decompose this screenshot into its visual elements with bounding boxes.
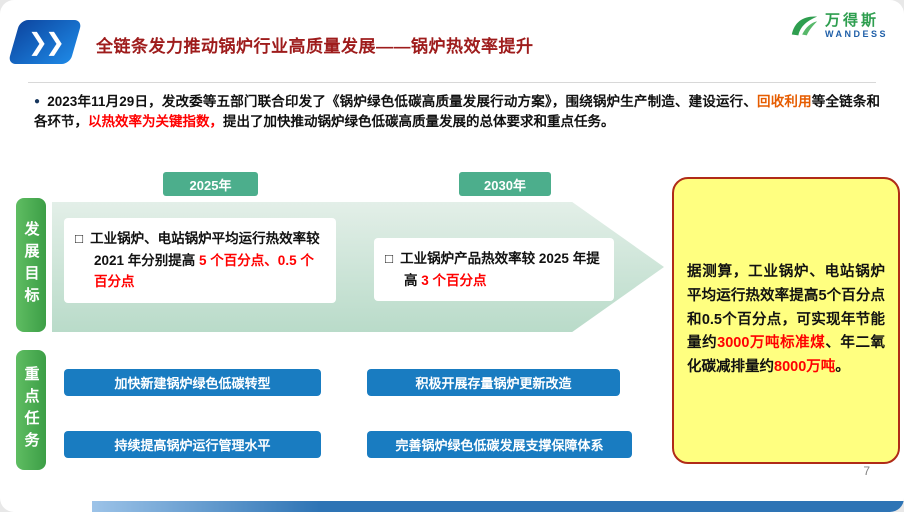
page-number: 7 [863, 464, 870, 478]
bullet-dot: ● [34, 96, 41, 107]
logo-name: 万得斯 [824, 12, 879, 29]
year-badge-2025: 2025年 [163, 172, 258, 196]
wandess-logo: 万得斯 WANDESS [789, 12, 888, 40]
goal-2025: □ 工业锅炉、电站锅炉平均运行热效率较 2021 年分别提高 5 个百分点、0.5… [64, 218, 336, 303]
checkbox-icon: □ [75, 231, 84, 246]
goal-2030: □ 工业锅炉产品热效率较 2025 年提高 3 个百分点 [374, 238, 614, 302]
task-pill-4: 完善锅炉绿色低碳发展支撑保障体系 [367, 431, 632, 458]
side-tag-development-goals: 发展目标 [16, 198, 46, 332]
logo-subtitle: WANDESS [824, 29, 888, 40]
leaf-logo-icon [791, 16, 818, 36]
task-pill-2: 积极开展存量锅炉更新改造 [367, 369, 620, 396]
year-badge-2030: 2030年 [459, 172, 551, 196]
side-tag-key-tasks: 重点任务 [16, 350, 46, 470]
header-divider [28, 82, 876, 83]
double-chevron-icon: ❯❯ [7, 20, 83, 64]
intro-text: 2023年11月29日，发改委等五部门联合印发了《锅炉绿色低碳高质量发展行动方案… [34, 94, 881, 130]
logo-text: 万得斯 WANDESS [825, 12, 888, 40]
estimate-callout: 据测算，工业锅炉、电站锅炉平均运行热效率提高5个百分点和0.5个百分点，可实现年… [672, 177, 900, 464]
intro-paragraph: ●2023年11月29日，发改委等五部门联合印发了《锅炉绿色低碳高质量发展行动方… [34, 92, 880, 133]
page-title: 全链条发力推动锅炉行业高质量发展——锅炉热效率提升 [96, 37, 534, 56]
chevron-glyph: ❯❯ [27, 28, 63, 56]
goal-2030-text: 工业锅炉产品热效率较 2025 年提高 3 个百分点 [400, 251, 600, 288]
task-pill-3: 持续提高锅炉运行管理水平 [64, 431, 321, 458]
goal-2025-text: 工业锅炉、电站锅炉平均运行热效率较 2021 年分别提高 5 个百分点、0.5 … [90, 231, 320, 290]
checkbox-icon: □ [385, 251, 394, 266]
task-pill-1: 加快新建锅炉绿色低碳转型 [64, 369, 321, 396]
estimate-callout-text: 据测算，工业锅炉、电站锅炉平均运行热效率提高5个百分点和0.5个百分点，可实现年… [687, 263, 886, 376]
footer-bar [92, 501, 904, 512]
